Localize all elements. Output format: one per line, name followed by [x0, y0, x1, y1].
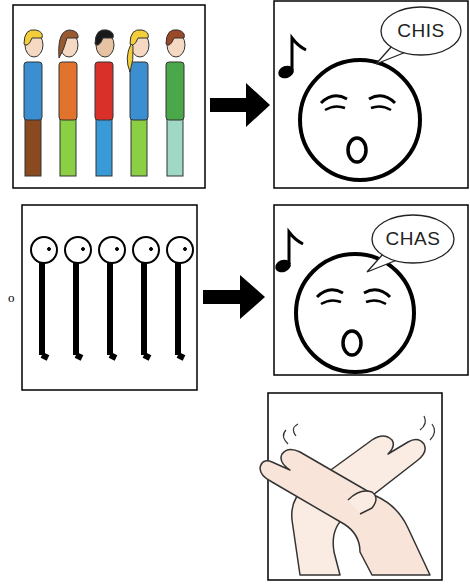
music-note	[273, 232, 303, 274]
person-figure	[166, 30, 185, 176]
stick-figure	[133, 237, 159, 358]
block-arrow	[203, 275, 265, 319]
conjunction-label: o	[8, 290, 15, 306]
stick-panel	[22, 205, 197, 390]
clapping-hands	[260, 416, 435, 575]
stick-figure	[99, 237, 125, 358]
sound-word: CHIS	[397, 20, 444, 42]
singing-face	[300, 60, 420, 180]
stick-figure	[167, 237, 193, 358]
speech-bubble: CHAS	[371, 214, 455, 264]
stick-figure	[31, 237, 57, 358]
people-panel	[13, 5, 205, 188]
sound-word: CHAS	[386, 228, 441, 250]
person-figure	[59, 30, 78, 176]
person-figure	[24, 30, 43, 176]
music-note	[276, 38, 306, 80]
singing-panel	[274, 1, 468, 188]
block-arrow	[210, 83, 270, 127]
bubble-body	[381, 7, 461, 55]
speech-bubble: CHIS	[380, 6, 462, 56]
stick-figure	[65, 237, 91, 358]
person-figure	[127, 30, 149, 176]
bubble-body	[372, 215, 454, 263]
stick-group	[31, 237, 193, 358]
people-group	[24, 30, 185, 176]
person-figure	[95, 30, 114, 176]
singing-face	[296, 254, 414, 372]
singing-panel	[274, 205, 468, 375]
